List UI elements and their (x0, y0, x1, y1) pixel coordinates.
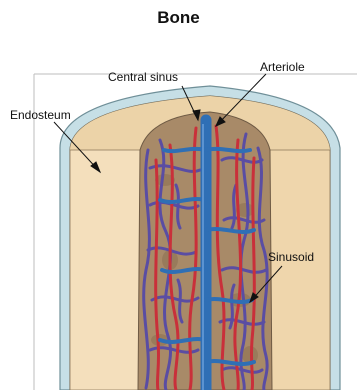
label-sinusoid: Sinusoid (268, 250, 314, 264)
label-endosteum: Endosteum (10, 108, 71, 122)
bone-left-face (70, 150, 140, 390)
label-central-sinus: Central sinus (108, 70, 178, 84)
label-arteriole: Arteriole (260, 60, 305, 74)
